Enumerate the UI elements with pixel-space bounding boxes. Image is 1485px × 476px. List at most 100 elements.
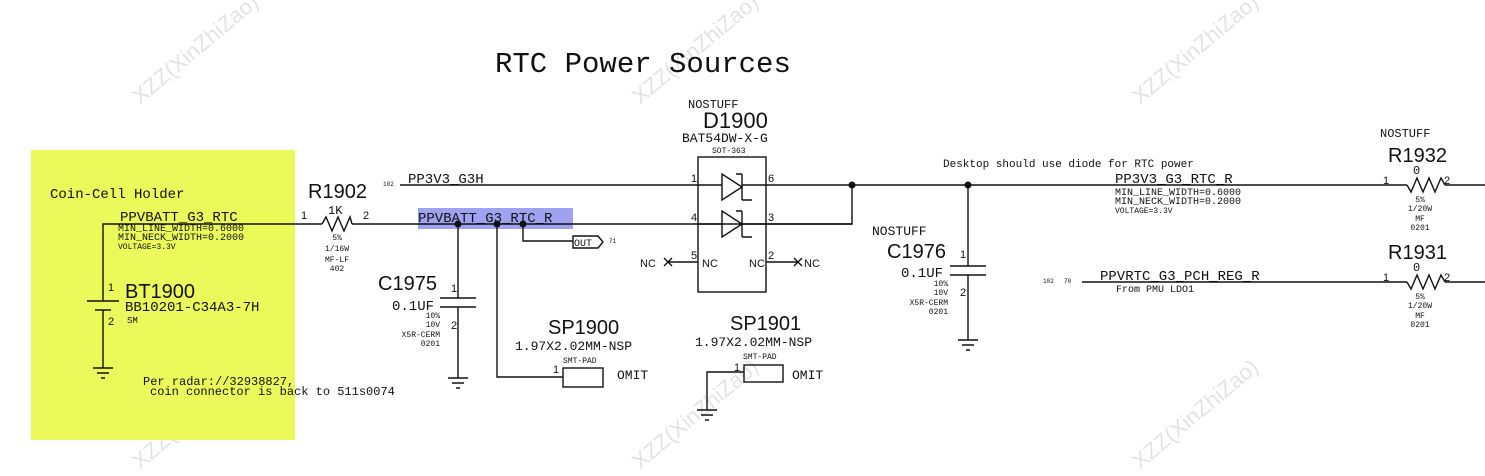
testpad-sp1900[interactable]: SP1900 1.97X2.02MM-NSP SMT-PAD 1 OMIT bbox=[515, 317, 648, 388]
resistor-r1932[interactable]: NOSTUFF R1932 0 1 2 5% 1/20W MF 0201 bbox=[1380, 127, 1450, 233]
pin-label: 1 bbox=[1383, 272, 1389, 284]
page-title: RTC Power Sources bbox=[495, 48, 791, 81]
part-label: BAT54DW-X-G bbox=[682, 131, 768, 146]
radar-note: Per radar://32938827, bbox=[143, 375, 294, 389]
nc-label: NC bbox=[804, 258, 820, 270]
spec-label: 10% bbox=[426, 312, 441, 321]
spec-label: 5% bbox=[1415, 196, 1425, 205]
stuff-label: NOSTUFF bbox=[872, 224, 927, 239]
pin-label: 1 bbox=[1383, 175, 1389, 187]
pin-label: 2 bbox=[451, 320, 457, 332]
page-ref: 70 bbox=[1064, 278, 1072, 285]
spec-label: X5R-CERM bbox=[910, 299, 949, 308]
ref-label: D1900 bbox=[703, 108, 768, 133]
value-label: 0.1UF bbox=[392, 299, 434, 315]
page-ref: 71 bbox=[609, 238, 617, 245]
net-pp3v3-rtc-r: PP3V3_G3_RTC_R bbox=[1115, 172, 1233, 188]
spec-label: 1/16W bbox=[325, 245, 349, 254]
pin-label: 1 bbox=[734, 362, 740, 374]
capacitor-c1975[interactable]: C1975 0.1UF 1 2 10% 10V X5R-CERM 0201 bbox=[378, 273, 476, 349]
part-label: 1.97X2.02MM-NSP bbox=[515, 339, 632, 354]
spec-label: 0201 bbox=[1410, 321, 1429, 330]
part-label: 1.97X2.02MM-NSP bbox=[695, 335, 812, 350]
spec-label: MF bbox=[1415, 215, 1425, 224]
pin-label: 2 bbox=[768, 250, 774, 262]
pin-label: 6 bbox=[768, 173, 774, 185]
spec-label: 1/20W bbox=[1408, 302, 1432, 311]
stuff-label: NOSTUFF bbox=[1380, 127, 1430, 141]
spec-label: 402 bbox=[330, 265, 345, 274]
pin-label: 2 bbox=[108, 316, 114, 328]
spec-label: 10V bbox=[426, 321, 441, 330]
ref-label: C1975 bbox=[378, 273, 437, 295]
ref-label: R1931 bbox=[1388, 242, 1447, 264]
spec-label: 5% bbox=[332, 234, 342, 243]
value-label: 0 bbox=[1413, 261, 1420, 275]
wires bbox=[102, 184, 1485, 410]
spec-label: 5% bbox=[1415, 293, 1425, 302]
spec-label: MF bbox=[1415, 312, 1425, 321]
omit-label: OMIT bbox=[792, 368, 823, 383]
diode-d1900[interactable]: NOSTUFF D1900 BAT54DW-X-G SOT-363 1 6 4 … bbox=[640, 98, 820, 293]
net-pp3v3-g3h: PP3V3_G3H bbox=[408, 172, 484, 188]
ref-label: R1932 bbox=[1388, 145, 1447, 167]
out-port-flag[interactable]: OUT 71 bbox=[572, 235, 617, 250]
pin-label: 1 bbox=[451, 283, 457, 295]
pin-label: 1 bbox=[108, 282, 114, 294]
junction-dots bbox=[454, 181, 972, 228]
coin-cell-label: Coin-Cell Holder bbox=[50, 187, 184, 203]
ref-label: BT1900 bbox=[125, 281, 195, 303]
nc-label: NC bbox=[702, 258, 718, 270]
net-prop: MIN_NECK_WIDTH=0.2000 bbox=[118, 233, 244, 244]
capacitor-c1976[interactable]: NOSTUFF C1976 0.1UF 1 2 10% 10V X5R-CERM… bbox=[872, 224, 986, 317]
spec-label: 1/20W bbox=[1408, 205, 1432, 214]
spec-label: 0201 bbox=[929, 308, 948, 317]
pin-label: 3 bbox=[768, 212, 774, 224]
net-prop: VOLTAGE=3.3V bbox=[1115, 207, 1173, 216]
pin-label: 1 bbox=[960, 249, 966, 261]
testpad-sp1901[interactable]: SP1901 1.97X2.02MM-NSP SMT-PAD 1 OMIT bbox=[695, 313, 823, 383]
net-prop: MIN_NECK_WIDTH=0.2000 bbox=[1115, 197, 1241, 208]
ref-label: R1902 bbox=[308, 181, 367, 203]
battery-bt1900[interactable]: 1 2 BT1900 BB10201-C34A3-7H SM bbox=[87, 281, 259, 328]
pin-label: 1 bbox=[301, 210, 307, 222]
net-prop: MIN_LINE_WIDTH=0.6000 bbox=[118, 224, 244, 235]
net-ppvbatt-r: PPVBATT_G3_RTC_R bbox=[418, 211, 553, 227]
pin-label: 2 bbox=[1444, 272, 1450, 284]
pkg-label: SMT-PAD bbox=[563, 357, 597, 366]
value-label: 0 bbox=[1413, 164, 1420, 178]
coin-cell-highlight bbox=[31, 150, 295, 440]
watermark: XZZ(XinZhiZao) bbox=[1127, 354, 1263, 474]
ground-icons bbox=[93, 339, 978, 421]
nc-label: NC bbox=[640, 258, 656, 270]
page-ref: 102 bbox=[383, 181, 394, 188]
net-prop: MIN_LINE_WIDTH=0.6000 bbox=[1115, 188, 1241, 199]
watermark: XZZ(XinZhiZao) bbox=[1127, 0, 1263, 109]
pin-label: 2 bbox=[1444, 175, 1450, 187]
ref-label: SP1900 bbox=[548, 317, 619, 339]
watermark: XZZ(XinZhiZao) bbox=[127, 0, 263, 109]
omit-label: OMIT bbox=[617, 368, 648, 383]
spec-label: 0201 bbox=[421, 340, 440, 349]
radar-note: coin connector is back to 511s0074 bbox=[150, 385, 395, 399]
net-note: From PMU LDO1 bbox=[1116, 285, 1194, 296]
pin-label: 1 bbox=[553, 364, 559, 376]
pkg-label: SMT-PAD bbox=[743, 353, 777, 362]
part-label: BB10201-C34A3-7H bbox=[125, 300, 259, 316]
spec-label: MF-LF bbox=[325, 256, 349, 265]
spec-label: 10V bbox=[934, 289, 949, 298]
pin-label: 2 bbox=[960, 287, 966, 299]
spec-label: X5R-CERM bbox=[402, 331, 441, 340]
ref-label: C1976 bbox=[887, 241, 946, 263]
ref-label: SP1901 bbox=[730, 313, 801, 335]
net-ppvrtc: PPVRTC_G3_PCH_REG_R bbox=[1100, 269, 1260, 285]
resistor-r1902[interactable]: R1902 1K 1 2 5% 1/16W MF-LF 402 bbox=[301, 181, 369, 274]
nc-label: NC bbox=[749, 258, 765, 270]
resistor-r1931[interactable]: R1931 0 1 2 5% 1/20W MF 0201 bbox=[1383, 242, 1450, 330]
pkg-label: SOT-363 bbox=[712, 147, 746, 156]
value-label: 1K bbox=[328, 204, 343, 218]
pin-label: 4 bbox=[691, 212, 697, 224]
spec-label: 0201 bbox=[1410, 224, 1429, 233]
port-label: OUT bbox=[574, 239, 592, 250]
